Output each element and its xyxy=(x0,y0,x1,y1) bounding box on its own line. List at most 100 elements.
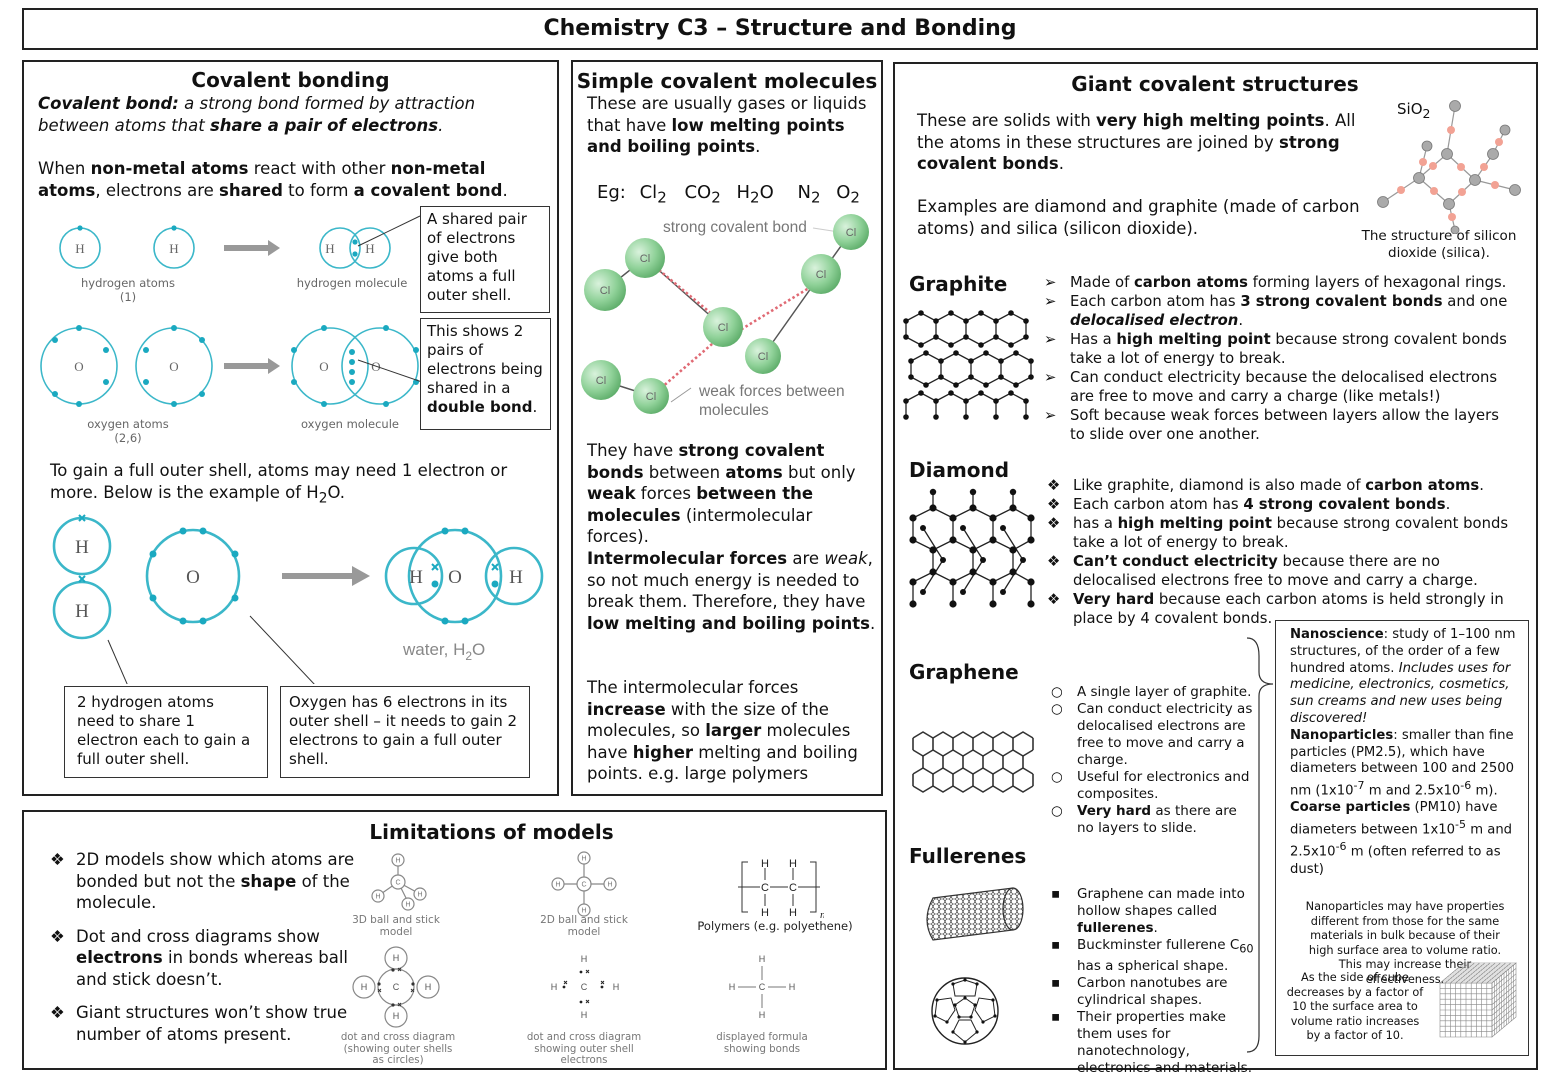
graphite-list: ➢Made of carbon atoms forming layers of … xyxy=(1040,273,1510,444)
giant-covalent-heading: Giant covalent structures xyxy=(1071,72,1359,96)
diamond-bullet-icon: ❖ xyxy=(1047,496,1061,513)
oxygen-callout: Oxygen has 6 electrons in its outer shel… xyxy=(280,686,530,778)
n-label: n xyxy=(820,909,824,920)
fullerene-point: ▪Their properties make them uses for nan… xyxy=(1047,1009,1259,1077)
water-label: water, H2O xyxy=(402,640,485,663)
graphite-heading: Graphite xyxy=(909,272,1008,296)
text: Can conduct electricity as delocalised e… xyxy=(1077,701,1253,768)
text: because there are no delocalised electro… xyxy=(1073,553,1478,589)
subscript: 2 xyxy=(750,188,760,207)
example-h2o: H2O xyxy=(737,182,774,207)
diamond-point: ❖Very hard because each carbon atoms is … xyxy=(1043,590,1513,628)
c-label: C xyxy=(761,882,769,894)
h-label: H xyxy=(417,892,422,899)
shared-pair-callout: A shared pair of electrons give both ato… xyxy=(420,206,550,313)
h-atom-label: H xyxy=(409,567,423,588)
cl-label: Cl xyxy=(758,351,768,363)
text: m). xyxy=(1471,783,1498,799)
text: N xyxy=(797,182,811,203)
text: as there are no layers to slide. xyxy=(1077,803,1237,836)
h-atom-label: H xyxy=(75,241,84,256)
non-metal-sentence: When non-metal atoms react with other no… xyxy=(38,158,553,201)
subscript: 2 xyxy=(850,188,860,207)
definition-label: Covalent bond: xyxy=(38,94,179,113)
limitations-heading: Limitations of models xyxy=(369,820,614,844)
subscript: 60 xyxy=(1239,942,1254,956)
text: Their properties make them uses for nano… xyxy=(1077,1008,1253,1076)
nanotube-structure xyxy=(926,887,1024,941)
bold: Very hard xyxy=(1077,803,1152,819)
text: in bonds whereas ball and stick doesn’t. xyxy=(76,948,349,989)
diamond-list: ❖Like graphite, diamond is also made of … xyxy=(1043,476,1513,628)
superscript: -6 xyxy=(1460,779,1472,793)
circle-bullet-icon: ○ xyxy=(1051,769,1063,785)
text: To gain a full outer shell, atoms may ne… xyxy=(50,461,508,502)
definition-end: . xyxy=(438,115,444,135)
text: O. xyxy=(327,482,346,502)
o-atom-label: O xyxy=(186,567,200,588)
italic: weak xyxy=(824,549,868,568)
text: 2D models show which atoms are bonded bu… xyxy=(76,850,355,891)
h-label: H xyxy=(759,1010,766,1020)
square-bullet-icon: ▪ xyxy=(1051,886,1061,902)
bold: carbon atoms xyxy=(1365,477,1480,494)
h-label: H xyxy=(393,1011,400,1021)
text: (intermolecular forces). xyxy=(587,505,813,547)
limitations-list: ❖ 2D models show which atoms are bonded b… xyxy=(46,849,356,1045)
diamond-point: ❖Can’t conduct electricity because there… xyxy=(1043,552,1513,590)
subscript: 2 xyxy=(711,188,721,207)
caption-dot-cross-circles: dot and cross diagram (showing outer she… xyxy=(340,1032,456,1066)
text: because strong covalent bonds take a lot… xyxy=(1073,515,1509,551)
simple-covalent-panel: Simple covalent molecules These are usua… xyxy=(571,60,883,796)
text: has a xyxy=(1073,515,1118,532)
giant-intro: These are solids with very high melting … xyxy=(917,110,1357,175)
text: . xyxy=(1058,154,1065,173)
arrow-bullet-icon: ➢ xyxy=(1044,407,1057,424)
text: are xyxy=(787,549,825,568)
bold: a covalent bond xyxy=(353,180,503,200)
bold: electrons xyxy=(76,948,163,967)
cube-text: As the side of cube decreases by a facto… xyxy=(1286,971,1424,1042)
bold: very high melting points xyxy=(1096,111,1325,130)
c-label: C xyxy=(759,982,766,992)
caption-3d-model: 3D ball and stick model xyxy=(352,914,440,938)
limitation-point: ❖Dot and cross diagrams show electrons i… xyxy=(46,926,356,991)
c-label: C xyxy=(581,982,588,992)
text: . All the atoms in these structures are … xyxy=(917,111,1356,152)
bold: Can’t conduct electricity xyxy=(1073,553,1278,570)
oxygen-molecule-label: oxygen molecule xyxy=(301,417,399,431)
bold: strong covalent bonds xyxy=(917,132,1340,174)
page-title: Chemistry C3 – Structure and Bonding xyxy=(22,8,1538,50)
graphite-structure xyxy=(903,310,1034,420)
simple-covalent-heading: Simple covalent molecules xyxy=(576,69,878,93)
bold: shared xyxy=(219,180,283,200)
text: m and 2.5x10 xyxy=(1290,822,1513,860)
h-atom-label: H xyxy=(169,241,178,256)
text: O xyxy=(836,182,851,203)
double-bond-callout: This shows 2 pairs of electrons being sh… xyxy=(420,318,551,430)
water-diagram: H H O H O H water, H2O xyxy=(52,514,544,684)
bold: 4 strong covalent bonds xyxy=(1243,496,1446,513)
bold: low melting and boiling points xyxy=(587,613,870,633)
caption-dot-cross-electrons: dot and cross diagram showing outer shel… xyxy=(526,1032,642,1066)
diamond-point: ❖Each carbon atom has 4 strong covalent … xyxy=(1043,495,1513,514)
text: water, H xyxy=(402,640,465,659)
text: . xyxy=(869,613,876,633)
bold: larger xyxy=(705,721,762,740)
caption-polymer: Polymers (e.g. polyethene) xyxy=(697,919,853,933)
example-cl2: Cl2 xyxy=(640,182,667,207)
fullerene-point: ▪Buckminster fullerene C60 has a spheric… xyxy=(1047,937,1259,975)
diamond-bullet-icon: ❖ xyxy=(50,850,65,869)
sio2-label: SiO2 xyxy=(1397,100,1430,121)
covalent-bonding-panel: Covalent bonding Covalent bond: a strong… xyxy=(22,60,559,796)
text: . xyxy=(1238,312,1244,329)
hydrogen-oxygen-diagram: H H H H O O O O hydrogen atoms (1) hydro… xyxy=(40,215,423,445)
h-label: H xyxy=(581,1010,588,1020)
h-label: H xyxy=(759,954,766,964)
bold-italic: delocalised electron xyxy=(1070,312,1239,329)
h-label: H xyxy=(789,907,797,919)
